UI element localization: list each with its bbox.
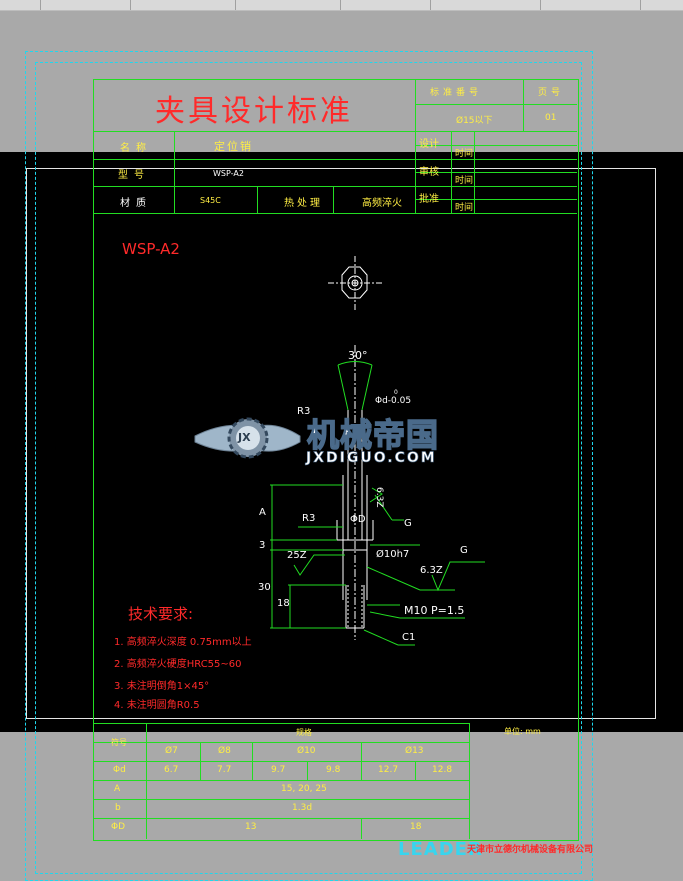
dim-rough63: 6.3Z: [420, 565, 443, 576]
watermark-sub-text: JXDIGUO.COM: [306, 450, 437, 467]
phid-cell-2: 7.7: [217, 765, 232, 775]
time-label-2: 时间: [455, 176, 474, 186]
pin-side-view: [336, 345, 374, 640]
dim-g1: G: [404, 518, 412, 529]
dim-a: A: [259, 507, 266, 518]
b-cell: 1.3d: [292, 803, 313, 813]
dim-g2: G: [460, 545, 468, 556]
time-label-1: 时间: [455, 149, 474, 159]
material-label: 材质: [120, 198, 152, 209]
watermark-main-text: 机械帝国: [306, 415, 440, 455]
toolbar-divider: [540, 0, 541, 10]
tech-item-1: 1. 高频淬火深度 0.75mm以上: [114, 637, 252, 648]
dim-b: 3: [259, 540, 266, 551]
dim-tol-upper: 0: [394, 389, 398, 396]
row-phid-label: Φd: [113, 765, 126, 775]
tech-title: 技术要求:: [128, 605, 194, 623]
tech-item-2: 2. 高频淬火硬度HRC55~60: [114, 659, 242, 670]
heat-value: 高频淬火: [362, 198, 402, 209]
type-label: 型号: [118, 170, 150, 181]
time-label-3: 时间: [455, 203, 474, 213]
dim-m10: M10 P=1.5: [404, 604, 465, 617]
toolbar-divider: [130, 0, 131, 10]
table-spec-label: 规格: [296, 728, 312, 737]
a-cell: 15, 20, 25: [281, 784, 327, 794]
dim-r-top: R3: [297, 406, 311, 417]
table-sym-label: 符号: [111, 738, 127, 747]
drawing-sheet: [93, 79, 579, 841]
cad-viewport-band: [0, 152, 683, 732]
page-no-label: 页号: [538, 88, 565, 98]
dim-rough63b: 6.3Z: [374, 487, 384, 508]
dim-rough25: 25Z: [287, 550, 307, 561]
drawing-title: 夹具设计标准: [155, 94, 353, 129]
dim-phi-D: ΦD: [350, 514, 366, 525]
table-size-10: Ø10: [297, 746, 316, 756]
dim-dia10: Ø10h7: [376, 549, 410, 560]
page-no-value: 01: [545, 113, 557, 123]
toolbar-divider: [40, 0, 41, 10]
dim-dia-d: Φd-0.05: [375, 396, 412, 406]
type-value: WSP-A2: [213, 169, 244, 178]
dimension-lines: [270, 361, 485, 646]
tech-item-3: 3. 未注明倒角1×45°: [114, 681, 210, 692]
table-size-13: Ø13: [405, 746, 424, 756]
design-label: 设计: [419, 139, 439, 150]
dim-18: 18: [277, 598, 290, 609]
unit-label: 单位: mm: [504, 727, 541, 736]
toolbar-divider: [340, 0, 341, 10]
name-label: 名称: [120, 143, 152, 154]
phid-cell-5: 12.7: [378, 765, 399, 775]
review-label: 审核: [419, 167, 439, 178]
viewport-frame: [26, 168, 656, 719]
std-no-value: Ø15以下: [456, 116, 493, 126]
dim-r3: R3: [302, 513, 316, 524]
table-size-7: Ø7: [165, 746, 178, 756]
toolbar-divider: [640, 0, 641, 10]
phid-cell-4: 9.8: [326, 765, 341, 775]
dim-angle: 30°: [348, 349, 368, 362]
heat-label: 热处理: [284, 198, 323, 209]
phid-cell-1: 6.7: [164, 765, 179, 775]
dim-c1: C1: [402, 632, 416, 643]
phid-cell-3: 9.7: [271, 765, 286, 775]
std-no-label: 标准番号: [430, 88, 483, 98]
part-label: WSP-A2: [122, 240, 180, 258]
phiD-cell-2: 18: [410, 822, 422, 832]
material-value: S45C: [200, 196, 221, 205]
row-b-label: b: [115, 803, 121, 813]
top-view: [328, 256, 382, 310]
name-value: 定位销: [214, 140, 253, 153]
toolbar-divider: [235, 0, 236, 10]
row-phiD-label: ΦD: [111, 822, 126, 832]
top-toolbar-strip: [0, 0, 683, 11]
watermark-badge: JX: [238, 431, 251, 444]
company-name: 天津市立德尔机械设备有限公司: [467, 845, 594, 855]
phiD-cell-1: 13: [245, 822, 257, 832]
table-size-8: Ø8: [218, 746, 231, 756]
inner-dashed-frame: [35, 62, 582, 874]
octagon-outline: [341, 266, 368, 299]
watermark-logo: [194, 417, 301, 459]
toolbar-divider: [430, 0, 431, 10]
dim-30: 30: [258, 582, 271, 593]
approve-label: 批准: [419, 194, 439, 205]
brand-logo: LEADER: [398, 839, 483, 860]
row-a-label: A: [114, 784, 121, 794]
tech-item-4: 4. 未注明圆角R0.5: [114, 700, 200, 711]
phid-cell-6: 12.8: [432, 765, 453, 775]
